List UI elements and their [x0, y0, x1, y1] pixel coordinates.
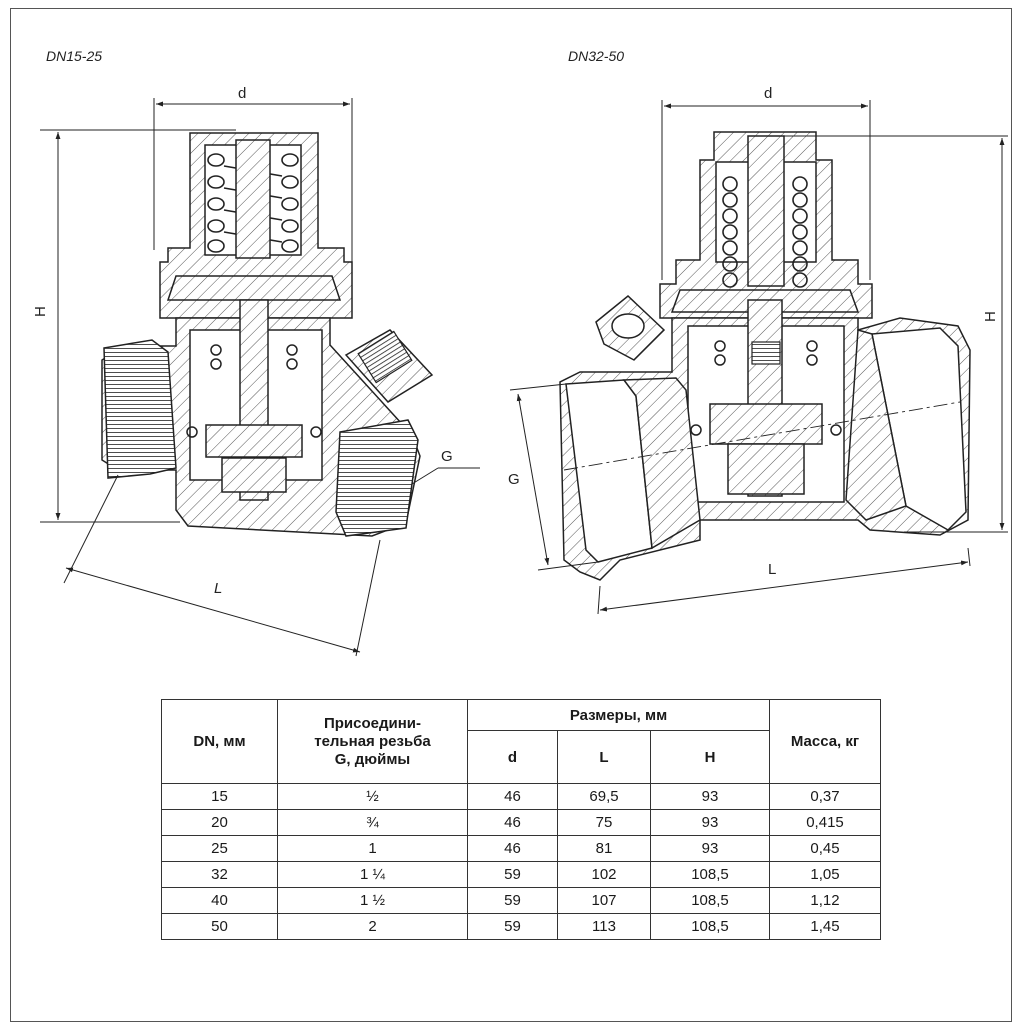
- table-header-row: DN, мм Присоедини- тельная резьба G, дюй…: [161, 699, 881, 784]
- right-centerline: [563, 401, 961, 471]
- cell-h: 93: [650, 809, 770, 836]
- header-mass: Масса, кг: [769, 699, 881, 784]
- left-spindle-top: [235, 139, 271, 259]
- header-sizes: Размеры, мм: [467, 699, 770, 731]
- right-plug: [727, 443, 805, 495]
- header-dn: DN, мм: [161, 699, 278, 784]
- valve-drawings: d H L G: [32, 85, 1008, 657]
- cell-g: 1: [277, 835, 468, 862]
- header-L: L: [557, 730, 651, 784]
- cell-h: 108,5: [650, 861, 770, 888]
- left-seat: [205, 424, 303, 458]
- cell-g: ½: [277, 783, 468, 810]
- cell-l: 102: [557, 861, 651, 888]
- cell-l: 81: [557, 835, 651, 862]
- caption-dn32-50: DN32-50: [568, 48, 625, 64]
- right-dim-G: G: [508, 471, 520, 488]
- cell-mass: 1,45: [769, 913, 881, 940]
- right-valve: [559, 131, 971, 581]
- cell-l: 113: [557, 913, 651, 940]
- header-thread-line1: Присоедини-: [323, 714, 422, 732]
- table-row: 32 1 ¼ 59 102 108,5 1,05: [161, 861, 881, 888]
- right-stem-thread: [751, 341, 781, 365]
- cell-mass: 1,05: [769, 861, 881, 888]
- cell-h: 108,5: [650, 887, 770, 914]
- cell-h: 108,5: [650, 913, 770, 940]
- cell-d: 59: [467, 861, 558, 888]
- left-dimension-lines: [40, 98, 480, 657]
- right-dimension-lines: [509, 100, 1008, 615]
- table-row: 15 ½ 46 69,5 93 0,37: [161, 783, 881, 810]
- cell-g: 1 ¼: [277, 861, 468, 888]
- left-outlet-thread: [335, 419, 419, 537]
- cell-g: 2: [277, 913, 468, 940]
- left-dim-H: H: [32, 306, 49, 317]
- cell-dn: 32: [161, 861, 278, 888]
- cell-h: 93: [650, 783, 770, 810]
- cell-dn: 50: [161, 913, 278, 940]
- cell-h: 93: [650, 835, 770, 862]
- cell-dn: 20: [161, 809, 278, 836]
- header-thread-line2: тельная резьба: [314, 732, 431, 750]
- table-row: 25 1 46 81 93 0,45: [161, 835, 881, 862]
- left-dim-G: G: [441, 448, 453, 465]
- table-row: 50 2 59 113 108,5 1,45: [161, 913, 881, 940]
- cell-dn: 40: [161, 887, 278, 914]
- cell-mass: 1,12: [769, 887, 881, 914]
- cell-d: 46: [467, 809, 558, 836]
- right-dim-L: L: [768, 561, 776, 578]
- left-diaphragm: [166, 275, 342, 301]
- header-thread-line3: G, дюймы: [334, 750, 411, 768]
- cell-g: 1 ½: [277, 887, 468, 914]
- header-thread: Присоедини- тельная резьба G, дюймы: [277, 699, 468, 784]
- table-subheader-row: d L H: [162, 730, 881, 784]
- header-H: H: [650, 730, 770, 784]
- left-valve: [101, 132, 434, 537]
- cell-d: 46: [467, 783, 558, 810]
- header-d: d: [467, 730, 558, 784]
- cell-mass: 0,37: [769, 783, 881, 810]
- right-outlet-wall: [845, 329, 907, 521]
- cell-d: 59: [467, 913, 558, 940]
- left-spring: [207, 153, 299, 253]
- caption-dn15-25: DN15-25: [46, 48, 103, 64]
- cell-l: 69,5: [557, 783, 651, 810]
- table-row: 40 1 ½ 59 107 108,5 1,12: [161, 887, 881, 914]
- drawing-frame: [10, 8, 1012, 1022]
- right-spindle-top: [747, 135, 785, 287]
- right-spring: [722, 176, 808, 288]
- left-inlet-thread: [103, 339, 177, 479]
- cell-mass: 0,45: [769, 835, 881, 862]
- cell-l: 75: [557, 809, 651, 836]
- left-orings: [186, 344, 322, 438]
- right-inlet-wall: [622, 377, 701, 550]
- cell-d: 59: [467, 887, 558, 914]
- right-dim-H: H: [982, 311, 999, 322]
- cell-dn: 15: [161, 783, 278, 810]
- cell-d: 46: [467, 835, 558, 862]
- right-dim-d: d: [764, 85, 772, 102]
- cell-dn: 25: [161, 835, 278, 862]
- cell-l: 107: [557, 887, 651, 914]
- table-row: 20 ¾ 46 75 93 0,415: [161, 809, 881, 836]
- cell-g: ¾: [277, 809, 468, 836]
- cell-mass: 0,415: [769, 809, 881, 836]
- left-dim-d: d: [238, 85, 246, 102]
- right-seat: [709, 403, 823, 445]
- left-plug: [221, 457, 287, 493]
- left-dim-L: L: [214, 580, 222, 597]
- dimensions-table: DN, мм Присоедини- тельная резьба G, дюй…: [161, 699, 881, 940]
